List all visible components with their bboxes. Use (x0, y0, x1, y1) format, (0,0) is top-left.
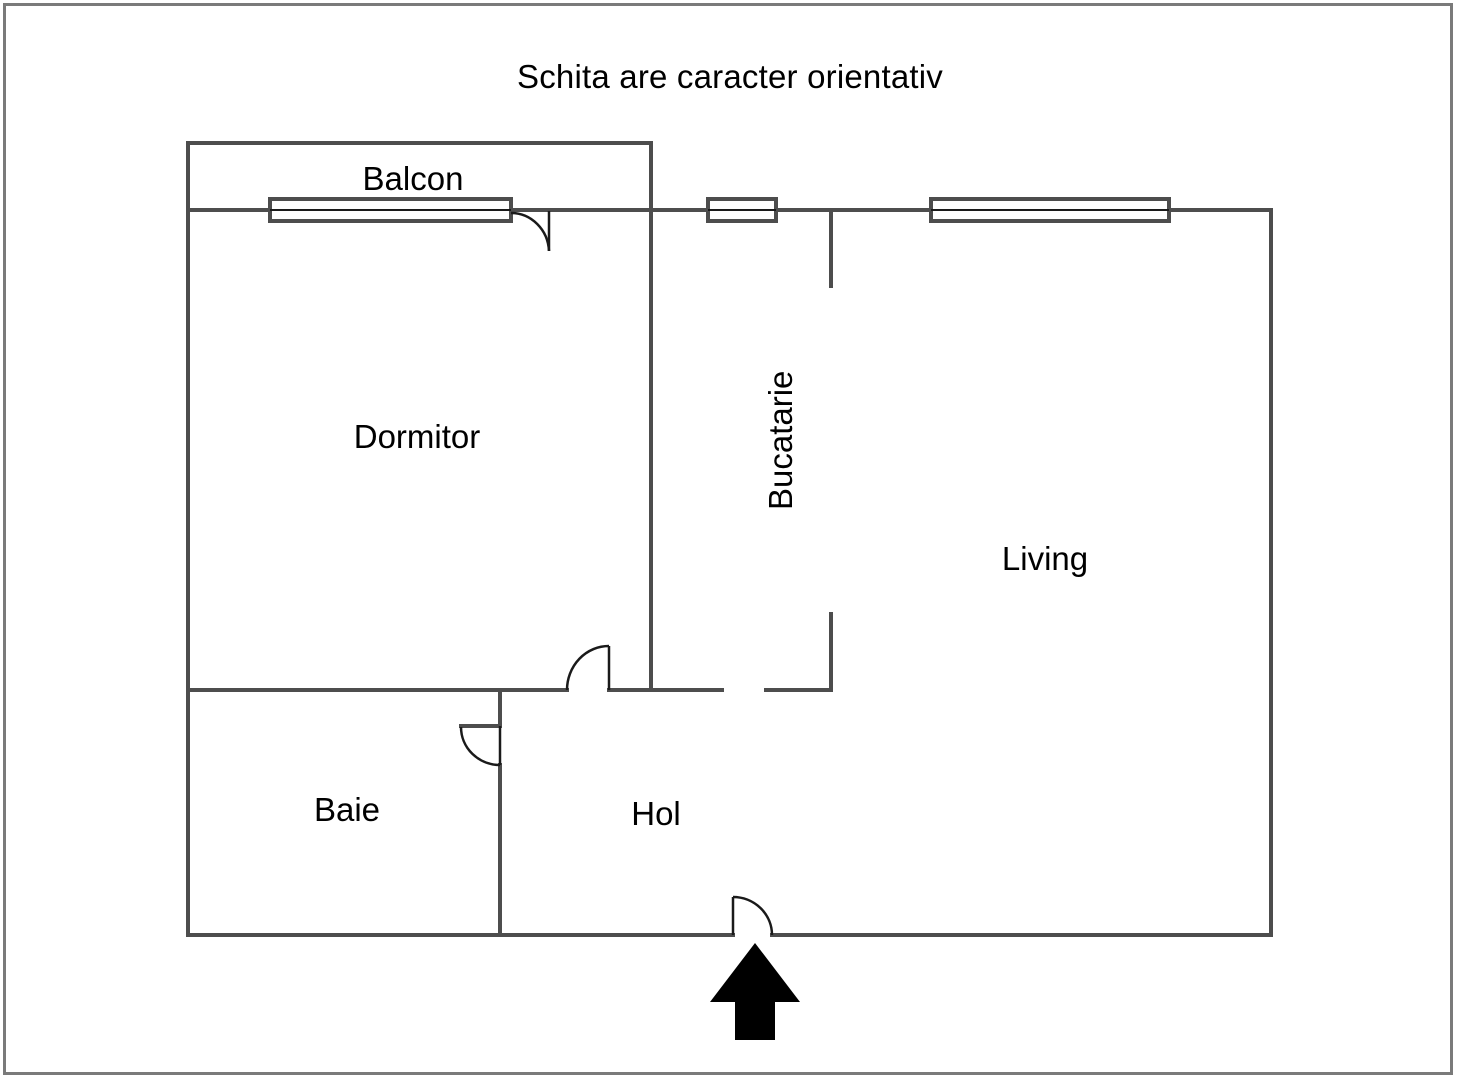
page-title: Schita are caracter orientativ (516, 58, 944, 95)
room-label-bucatarie: Bucatarie (762, 370, 799, 510)
page-border (3, 3, 1453, 1075)
bathroom-door-arc (459, 726, 501, 767)
bedroom-door-arc (565, 644, 610, 691)
entrance-door-arc (732, 895, 774, 936)
entrance-arrow-shape (710, 943, 800, 1040)
entrance-arrow (710, 943, 800, 1040)
balcony-door-arc (510, 211, 551, 252)
door-swings (459, 211, 774, 936)
room-label-living: Living (1001, 540, 1089, 577)
wall-group (186, 141, 1273, 937)
room-label-baie: Baie (313, 791, 381, 828)
room-label-dormitor: Dormitor (353, 418, 481, 455)
room-label-hol: Hol (631, 795, 681, 832)
room-label-balcon: Balcon (362, 160, 464, 197)
